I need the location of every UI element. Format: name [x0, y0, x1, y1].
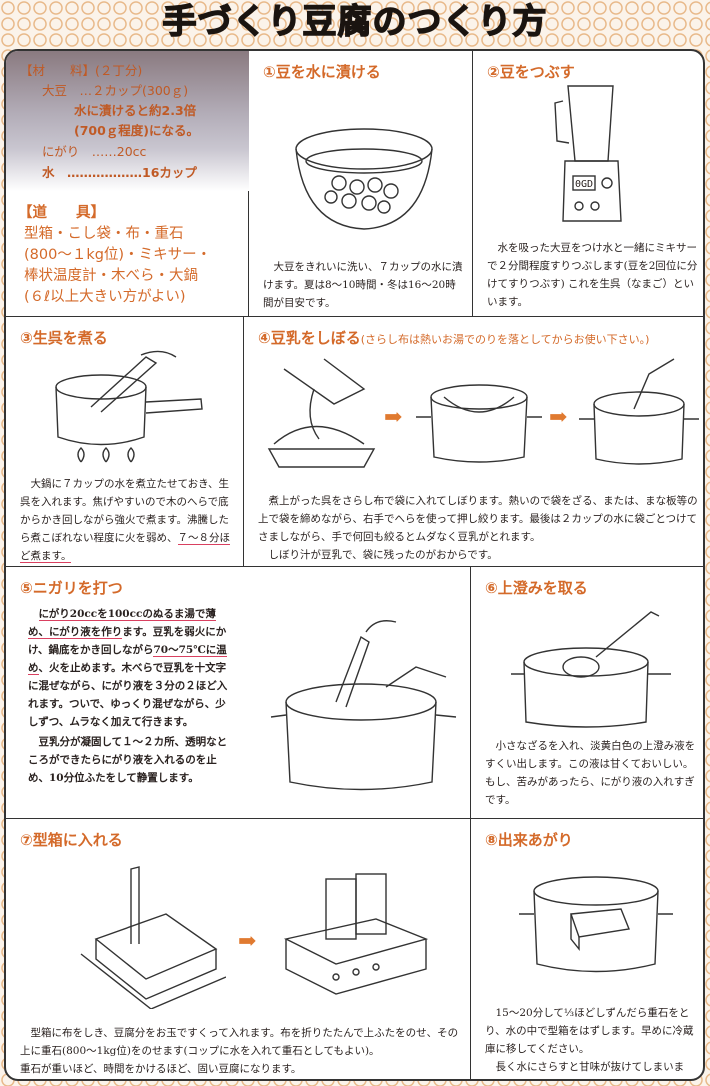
arrow-icon: ➡ [549, 405, 568, 430]
tools-line: 棒状温度計・木べら・大鍋 [24, 268, 198, 284]
materials-soy-note1: 水に漬けると約2.3倍 [74, 103, 197, 118]
step-5-text: にがり20ccを100ccのぬるま湯で薄め、にがり液を作ります。豆乳を弱火にかけ… [28, 605, 234, 731]
step-6: ⑥上澄みを取る 小さなざるを入れ、淡黄白色の上澄み液をすくい出します。この液は甘… [471, 567, 703, 819]
step-3: ③生呉を煮る 大鍋に７カップの水を煮立たせておき、生呉を入れます。焦げやすいので… [6, 317, 244, 567]
blender-illustration [554, 85, 622, 222]
arrow-icon: ➡ [238, 929, 257, 954]
materials-heading: 【材 料】(２丁分) [20, 63, 143, 78]
step-6-text: 小さなざるを入れ、淡黄白色の上澄み液をすくい出します。この液は甘くておいしい。も… [485, 740, 696, 806]
recipe-panel: 【材 料】(２丁分) 大豆 …２カップ(300ｇ) 水に漬けると約2.3倍 (7… [4, 49, 705, 1081]
page-title: 手づくり豆腐のつくり方 [162, 1, 548, 43]
stirring-nigari-illustration [270, 620, 457, 791]
step-3-text-body: 大鍋に７カップの水を煮立たせておき、生呉を入れます。焦げやすいので木のへらで底か… [20, 478, 229, 544]
arrow-icon: ➡ [384, 405, 403, 430]
tools-line: (６ℓ以上大きい方がよい) [24, 289, 186, 305]
step-4-subtitle: (さらし布は熱いお湯でのりを落としてからお使い下さい。) [360, 333, 650, 346]
squeezing-bag-illustration [267, 358, 376, 468]
step-1: ①豆を水に漬ける 大豆をきれいに洗い、７カップの水に漬けます。夏は8～10時間・… [249, 51, 473, 317]
materials-soy: 大豆 …２カップ(300ｇ) [42, 83, 189, 98]
step-5-title: ⑤ニガリを打つ [20, 579, 123, 597]
step-3-title: ③生呉を煮る [20, 329, 108, 347]
step-7-text2: 重石が重いほど、時間をかけるほど、固い豆腐になります。 [20, 1063, 302, 1075]
step-4-title: ④豆乳をしぼる(さらし布は熱いお湯でのりを落としてからお使い下さい。) [258, 327, 649, 348]
step-5-emphasis-1: にがり20ccを100ccのぬるま湯で薄め、にがり液を作り [28, 608, 216, 639]
squeezing-in-water-illustration [579, 358, 699, 465]
strainer-pot-illustration [416, 384, 542, 463]
pressing-mold-illustration [283, 873, 429, 995]
materials-cell: 【材 料】(２丁分) 大豆 …２カップ(300ｇ) 水に漬けると約2.3倍 (7… [6, 51, 249, 317]
pot-on-stove-illustration [55, 350, 203, 463]
step-4-text2: しぼり汁が豆乳で、袋に残ったのがおからです。 [268, 549, 498, 561]
step-5-text-body: 、火を止めます。木べらで豆乳を十文字に混ぜながら、にがり液を３分の２ほど入れます… [28, 662, 228, 728]
step-3-text: 大鍋に７カップの水を煮立たせておき、生呉を入れます。焦げやすいので木のへらで底か… [20, 475, 236, 565]
ladling-into-mold-illustration [80, 866, 226, 1009]
step-2-text: 水を吸った大豆をつけ水と一緒にミキサーで２分間程度すりつぶします(豆を2回位に分… [487, 242, 698, 308]
step-4-title-main: ④豆乳をしぼる [258, 329, 361, 347]
step-2-title: ②豆をつぶす [487, 63, 575, 81]
tools-line: 型箱・こし袋・布・重石 [24, 226, 184, 242]
skimming-whey-illustration [511, 611, 671, 728]
materials-box: 【材 料】(２丁分) 大豆 …２カップ(300ｇ) 水に漬けると約2.3倍 (7… [6, 51, 249, 191]
step-7-text: 型箱に布をしき、豆腐分をお玉ですくって入れます。布を折りたたんで上ふたをのせ、そ… [20, 1027, 459, 1057]
step-1-title: ①豆を水に漬ける [263, 63, 381, 81]
step-5-emphasis-2: 70～75℃に温め [28, 644, 227, 675]
step-8-text2: 長く水にさらすと甘味が抜けてしまいます。 [495, 1061, 685, 1073]
step-7: ⑦型箱に入れる ➡ 型箱に布をしき、豆腐分をお玉ですくって入れます。布を折りたた… [6, 819, 471, 1079]
step-5-text2: 豆乳分が凝固して１～２カ所、透明なところができたらにがり液を入れるのを止め、10… [28, 736, 228, 784]
materials-soy-note2: (700ｇ程度)になる。 [74, 123, 200, 138]
bowl-soaking-illustration [295, 128, 433, 230]
step-3-text-emphasis: ７～８分ほど煮ます。 [20, 532, 230, 563]
finished-tofu-illustration [519, 876, 673, 973]
step-7-title: ⑦型箱に入れる [20, 831, 123, 849]
tools-list: 【道 具】 型箱・こし袋・布・重石 (800～１kg位)・ミキサー・ 棒状温度計… [18, 203, 212, 308]
step-8: ⑧出来あがり 15～20分して⅓ほどしずんだら重石をとり、水の中で型箱をはずしま… [471, 819, 703, 1079]
step-5-text-body: ます。豆乳を弱火にかけ、鍋底をかき回しながら [28, 626, 227, 656]
step-5: ⑤ニガリを打つ にがり20ccを100ccのぬるま湯で薄め、にがり液を作ります。… [6, 567, 471, 819]
tools-line: (800～１kg位)・ミキサー・ [24, 247, 212, 263]
tools-heading: 【道 具】 [18, 205, 105, 221]
step-2: ②豆をつぶす 0GD 水を吸った大豆をつけ水と一緒にミキサーで２分間程度すりつぶ… [473, 51, 703, 317]
materials-water: 水 ………………16カップ [42, 165, 197, 180]
step-4-text: 煮上がった呉をさらし布で袋に入れてしぼります。熱いので袋をざる、または、まな板等… [258, 495, 698, 543]
materials-nigari: にがり ……20cc [42, 144, 147, 159]
step-4: ④豆乳をしぼる(さらし布は熱いお湯でのりを落としてからお使い下さい。) ➡ ➡ … [244, 317, 703, 567]
step-1-text: 大豆をきれいに洗い、７カップの水に漬けます。夏は8～10時間・冬は16～20時間… [263, 261, 463, 309]
blender-display: 0GD [575, 179, 594, 190]
step-8-title: ⑧出来あがり [485, 831, 573, 849]
step-6-title: ⑥上澄みを取る [485, 579, 588, 597]
step-8-text: 15～20分して⅓ほどしずんだら重石をとり、水の中で型箱をはずします。早めに冷蔵… [485, 1007, 694, 1055]
